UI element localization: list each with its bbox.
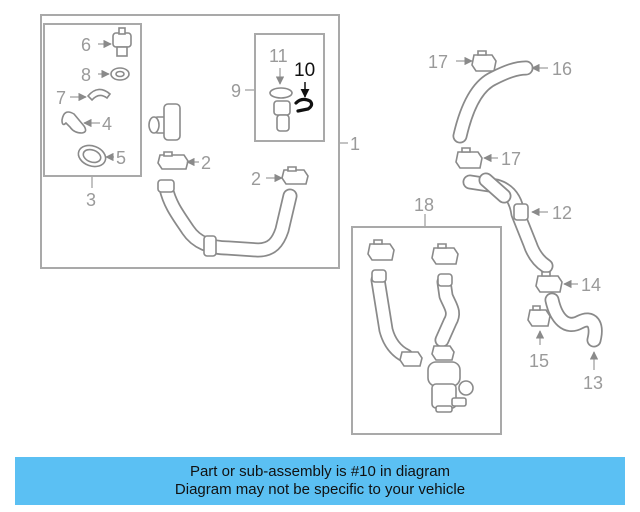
part-13-hose[interactable] xyxy=(544,292,603,348)
t-fitting[interactable] xyxy=(148,103,181,141)
part-14-clamp[interactable] xyxy=(535,271,563,293)
box-18-hose-right[interactable] xyxy=(434,273,460,348)
box-18-pump[interactable] xyxy=(427,361,474,413)
box-18-clamp-right[interactable] xyxy=(431,243,459,265)
part-5-o-ring[interactable] xyxy=(75,142,108,170)
part-2-clamp-a[interactable] xyxy=(157,151,189,170)
box-18-clamp-left[interactable] xyxy=(367,239,395,261)
callout-3: 3 xyxy=(86,190,96,210)
assembly-box-1 xyxy=(40,14,340,269)
sub-box-9 xyxy=(254,33,325,142)
part-12-pipe-assembly[interactable] xyxy=(462,172,554,274)
callout-4: 4 xyxy=(102,114,112,134)
part-15-clamp[interactable] xyxy=(527,305,551,327)
callout-1: 1 xyxy=(350,134,360,154)
info-banner: Part or sub-assembly is #10 in diagram D… xyxy=(15,457,625,505)
callout-16: 16 xyxy=(552,59,572,79)
box-18-hose-left[interactable] xyxy=(370,269,414,364)
banner-line-2: Diagram may not be specific to your vehi… xyxy=(174,481,466,498)
callout-17a: 17 xyxy=(428,52,448,72)
part-2-clamp-b[interactable] xyxy=(281,166,309,185)
part-16-pipe[interactable] xyxy=(452,60,534,144)
callout-6: 6 xyxy=(81,35,91,55)
callout-13: 13 xyxy=(583,373,603,393)
callout-17b: 17 xyxy=(501,149,521,169)
banner-line-1: Part or sub-assembly is #10 in diagram xyxy=(189,463,451,480)
part-17-clamp-mid[interactable] xyxy=(455,147,483,169)
sub-box-18 xyxy=(351,226,502,435)
part-8-washer[interactable] xyxy=(110,67,130,81)
part-4-clamp[interactable] xyxy=(61,111,87,134)
part-7-clip[interactable] xyxy=(86,88,112,102)
parts-diagram: 6 8 7 4 5 3 2 2 11 10 9 1 17 16 17 12 14… xyxy=(40,14,603,435)
part-10-clip[interactable] xyxy=(294,97,314,113)
part-6-sensor[interactable] xyxy=(112,27,132,57)
callout-10: 10 xyxy=(294,60,315,81)
callout-15: 15 xyxy=(529,351,549,371)
part-17-clamp-top[interactable] xyxy=(471,50,497,72)
box-18-clamps-lower[interactable] xyxy=(399,345,455,367)
callout-7: 7 xyxy=(56,88,66,108)
callout-9: 9 xyxy=(231,81,241,101)
callout-11: 11 xyxy=(269,46,288,66)
coolant-hose-main[interactable] xyxy=(157,179,298,258)
part-9-fitting[interactable] xyxy=(273,100,291,132)
callout-2b: 2 xyxy=(251,169,261,189)
callout-18: 18 xyxy=(414,195,434,215)
part-11-o-ring[interactable] xyxy=(269,87,293,99)
callout-5: 5 xyxy=(116,148,126,168)
callout-8: 8 xyxy=(81,65,91,85)
callout-14: 14 xyxy=(581,275,601,295)
callout-2a: 2 xyxy=(201,153,211,173)
callout-12: 12 xyxy=(552,203,572,223)
